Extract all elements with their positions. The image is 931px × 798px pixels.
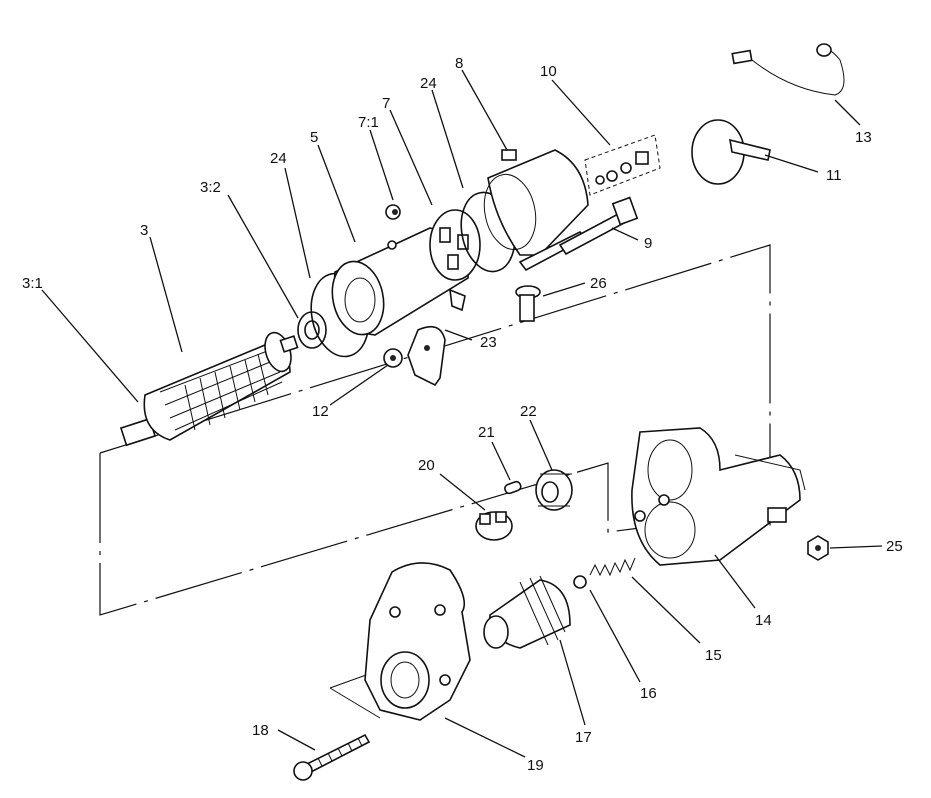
label-20: 20 bbox=[418, 457, 435, 474]
band-part bbox=[691, 119, 771, 185]
nut-part-25 bbox=[807, 535, 829, 561]
label-21: 21 bbox=[478, 424, 495, 441]
label-25: 25 bbox=[886, 538, 903, 555]
gear-retainer-part bbox=[475, 511, 513, 541]
label-5: 5 bbox=[310, 129, 318, 146]
label-22: 22 bbox=[520, 403, 537, 420]
leader-lines bbox=[41, 69, 883, 758]
label-13: 13 bbox=[855, 129, 872, 146]
label-24-right: 24 bbox=[420, 75, 437, 92]
label-10: 10 bbox=[540, 63, 557, 80]
label-11: 11 bbox=[826, 167, 842, 184]
pin-part bbox=[504, 480, 522, 495]
label-19: 19 bbox=[527, 757, 544, 774]
drive-housing-part bbox=[364, 562, 471, 721]
label-16: 16 bbox=[640, 685, 657, 702]
pinion-part bbox=[483, 575, 571, 649]
label-23: 23 bbox=[480, 334, 497, 351]
label-8: 8 bbox=[455, 55, 463, 72]
through-bolt-part bbox=[558, 196, 639, 256]
lever-part bbox=[407, 325, 446, 387]
ball-part bbox=[573, 575, 587, 589]
label-3-2: 3:2 bbox=[200, 179, 221, 196]
bolt-part bbox=[293, 733, 371, 781]
label-15: 15 bbox=[705, 647, 722, 664]
screw-part bbox=[515, 285, 541, 322]
label-7-1: 7:1 bbox=[358, 114, 379, 131]
brush-holder-part bbox=[429, 209, 481, 312]
nut-part-12 bbox=[383, 348, 403, 368]
assembly-guide-line bbox=[99, 244, 771, 616]
part-labels: 3:1 3 3:2 24 5 7:1 7 24 8 10 13 11 9 26 … bbox=[22, 55, 903, 774]
label-9: 9 bbox=[644, 235, 652, 252]
label-17: 17 bbox=[575, 729, 592, 746]
label-12: 12 bbox=[312, 403, 329, 420]
label-3: 3 bbox=[140, 222, 148, 239]
label-14: 14 bbox=[755, 612, 772, 629]
spring-part bbox=[589, 557, 636, 577]
label-3-1: 3:1 bbox=[22, 275, 43, 292]
terminal-hardware-part bbox=[584, 134, 661, 196]
wire-lead-part bbox=[731, 43, 845, 96]
cap-part bbox=[385, 204, 401, 220]
housing-part bbox=[631, 427, 806, 566]
label-18: 18 bbox=[252, 722, 269, 739]
label-24-left: 24 bbox=[270, 150, 287, 167]
idler-gear-part bbox=[535, 469, 573, 511]
label-7: 7 bbox=[382, 95, 390, 112]
label-26: 26 bbox=[590, 275, 607, 292]
armature-part bbox=[119, 331, 299, 447]
